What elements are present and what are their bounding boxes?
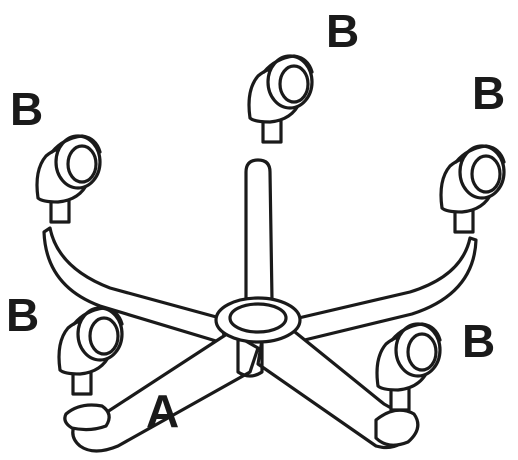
arm-lower-left xyxy=(63,330,260,453)
caster-top xyxy=(247,54,314,144)
caster-lower-right xyxy=(375,322,442,412)
caster-label-lower-right: B xyxy=(462,315,496,367)
caster-label-upper-right: B xyxy=(472,67,506,119)
caster-upper-left xyxy=(35,134,102,224)
arm-top xyxy=(244,158,274,302)
caster-upper-right xyxy=(439,144,506,234)
caster-label-top: B xyxy=(326,5,360,57)
caster-label-lower-left: B xyxy=(6,289,40,341)
arm-upper-right xyxy=(286,236,478,346)
center-hub xyxy=(214,296,302,378)
base-label: A xyxy=(146,385,180,437)
arm-upper-left xyxy=(42,226,228,346)
caster-lower-left xyxy=(57,306,124,396)
caster-label-upper-left: B xyxy=(10,83,44,135)
